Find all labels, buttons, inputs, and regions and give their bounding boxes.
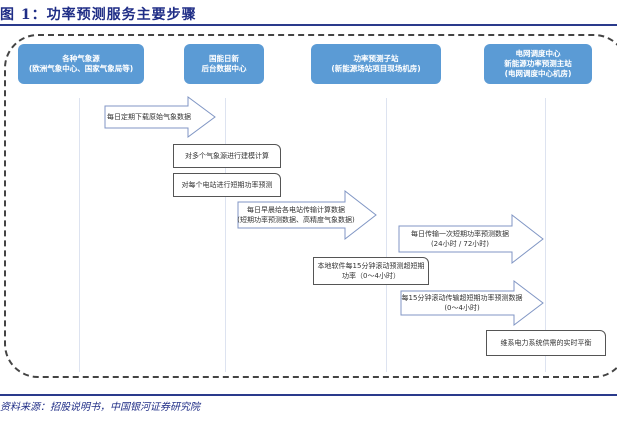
lane-line-1 [79, 98, 80, 372]
lane-header-line1: 国能日新 [209, 54, 239, 63]
step-forecast: 对每个电站进行短期功率预测 [173, 173, 281, 197]
figure-title: 图 1：功率预测服务主要步骤 [0, 7, 197, 23]
step-text: 每日早晨给各电站传输计算数据 [247, 206, 345, 214]
lane-line-2 [225, 98, 226, 372]
title-divider [0, 24, 617, 26]
step-modeling: 对多个气象源进行建模计算 [173, 144, 281, 168]
step-local-ultra-short: 本地软件每15分钟滚动预测超短期 功率（0～4小时） [313, 257, 429, 285]
lane-header-line1: 各种气象源 [62, 54, 100, 63]
step-text: 对多个气象源进行建模计算 [185, 152, 269, 160]
step-text: 每日传输一次短期功率预测数据 [411, 230, 509, 238]
lane-line-4 [545, 98, 546, 372]
lane-line-3 [386, 98, 387, 372]
lane-header-line3: (电网调度中心机房) [504, 69, 572, 78]
arrow-send-ultra-short: 每15分钟滚动传输超短期功率预测数据 (0～4小时) [400, 280, 544, 326]
arrow-download-weather: 每日定期下载原始气象数据 [104, 96, 216, 138]
step-text: 功率（0～4小时） [342, 272, 400, 280]
step-text: 维系电力系统供需的实时平衡 [500, 339, 592, 347]
arrow-send-to-stations: 每日早晨给各电站传输计算数据 (短期功率预测数据、高精度气象数据) [237, 190, 377, 240]
step-text: (0～4小时) [444, 304, 480, 312]
lane-header-weather-sources: 各种气象源 (欧洲气象中心、国家气象局等) [18, 44, 144, 84]
lane-header-line2: (欧洲气象中心、国家气象局等) [28, 64, 134, 73]
step-text: 本地软件每15分钟滚动预测超短期 [317, 262, 425, 270]
arrow-send-daily-forecast: 每日传输一次短期功率预测数据 (24小时 / 72小时) [398, 214, 544, 264]
lane-header-line1: 电网调度中心 [515, 49, 561, 58]
lane-header-line2: 新能源功率预测主站 [504, 59, 572, 68]
lane-header-grid-dispatch: 电网调度中心 新能源功率预测主站 (电网调度中心机房) [484, 44, 592, 84]
step-balance: 维系电力系统供需的实时平衡 [486, 330, 606, 356]
lane-header-line1: 功率预测子站 [353, 54, 399, 63]
step-text: (24小时 / 72小时) [430, 240, 490, 248]
lane-header-line2: (新能源场站项目现场机房) [331, 64, 421, 73]
dashed-frame [4, 34, 617, 378]
lane-header-data-center: 国能日新 后台数据中心 [184, 44, 264, 84]
step-text: 每日定期下载原始气象数据 [107, 113, 191, 121]
step-text: (短期功率预测数据、高精度气象数据) [237, 216, 355, 224]
figure-source: 资料来源：招股说明书，中国银河证券研究院 [0, 402, 200, 413]
step-text: 对每个电站进行短期功率预测 [181, 181, 273, 189]
lane-header-line2: 后台数据中心 [201, 64, 247, 73]
lane-header-substation: 功率预测子站 (新能源场站项目现场机房) [311, 44, 441, 84]
source-divider [0, 394, 617, 396]
step-text: 每15分钟滚动传输超短期功率预测数据 [401, 294, 523, 302]
